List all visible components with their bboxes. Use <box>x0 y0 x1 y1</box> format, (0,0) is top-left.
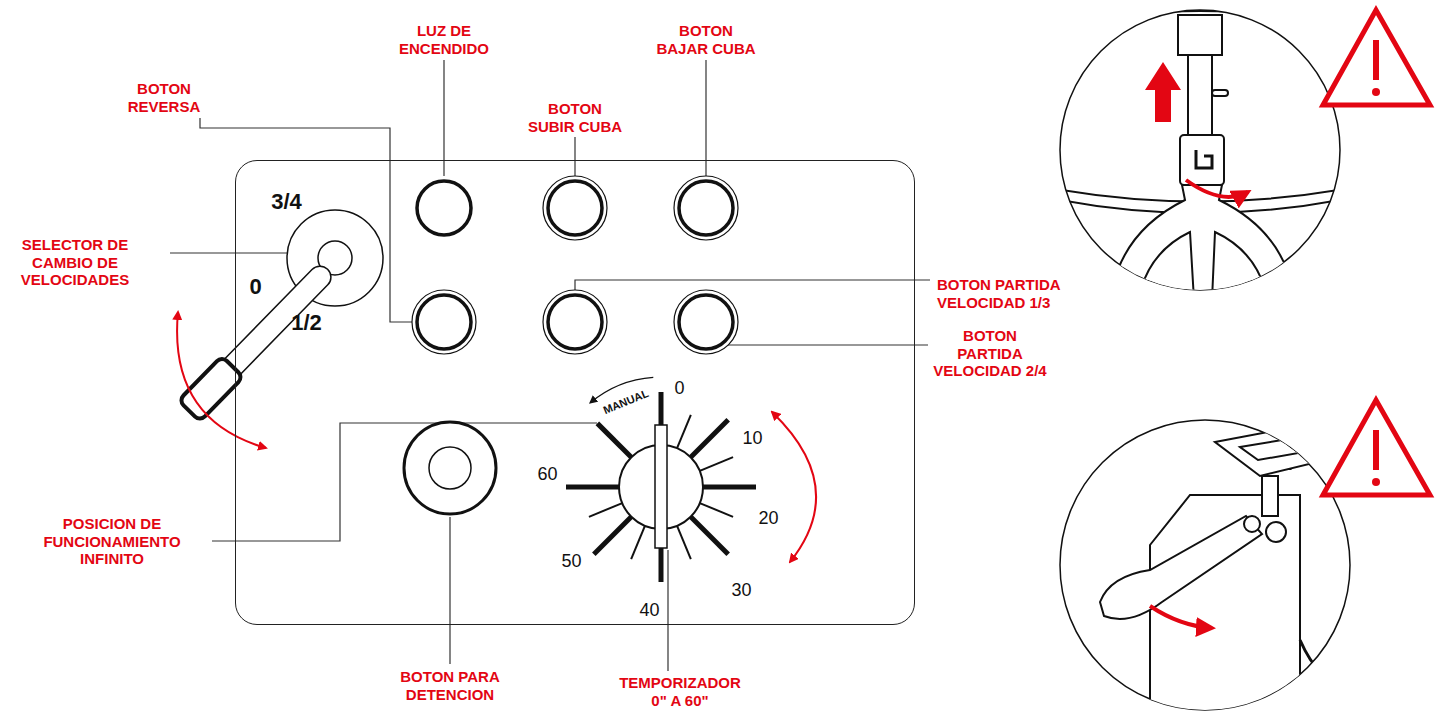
latch-detail <box>1060 400 1360 713</box>
callout-label: BOTON PARA DETENCION <box>394 668 506 703</box>
callout-label: BOTON SUBIR CUBA <box>525 100 625 135</box>
panel-buttons <box>404 422 496 514</box>
leader-lines <box>728 344 928 345</box>
leader-lines <box>667 550 668 671</box>
callout-label: BOTON REVERSA <box>118 80 210 115</box>
panel-buttons <box>679 295 733 349</box>
warning-sign <box>1372 88 1380 96</box>
control-panel: 3/4 0 1/2MANUAL 0 10 20 30 40 50 60 <box>235 160 915 625</box>
beater-detail <box>1186 180 1248 197</box>
timer-ticks <box>700 457 733 471</box>
dial-number: 30 <box>731 581 751 599</box>
beater-detail <box>1110 185 1295 300</box>
rotation-arrow <box>177 312 266 448</box>
beater-detail <box>1180 135 1224 185</box>
warning-sign <box>1323 400 1430 495</box>
beater-detail <box>1212 232 1268 300</box>
timer-dial <box>655 425 667 548</box>
latch-detail <box>1244 516 1260 532</box>
leader-lines <box>170 60 930 671</box>
beater-detail <box>1188 55 1212 137</box>
beater-detail <box>1212 90 1228 96</box>
warning-sign <box>1372 478 1380 486</box>
timer-dial <box>590 377 703 548</box>
dial-number: 40 <box>639 601 659 619</box>
warning-sign <box>1323 400 1430 495</box>
panel-buttons <box>543 290 607 354</box>
leader-lines <box>574 137 575 176</box>
timer-ticks <box>703 485 756 490</box>
latch-detail <box>1240 438 1310 460</box>
timer-ticks <box>700 503 733 517</box>
latch-detail <box>1266 522 1286 542</box>
panel-buttons <box>548 181 602 235</box>
latch-detail <box>1262 476 1278 516</box>
dial-number: 10 <box>742 429 762 447</box>
timer-ticks <box>631 526 645 559</box>
timer-ticks <box>566 392 756 582</box>
latch-detail <box>1100 400 1360 713</box>
timer-ticks <box>691 420 728 457</box>
timer-ticks <box>566 485 619 490</box>
timer-ticks <box>691 517 728 554</box>
callout-label: BOTON PARTIDA VELOCIDAD 1/3 <box>937 276 1069 311</box>
leader-lines <box>449 517 450 664</box>
warning-sign <box>1373 40 1379 80</box>
latch-detail <box>1150 606 1212 628</box>
beater-detail <box>1050 10 1350 300</box>
timer-ticks <box>594 517 631 554</box>
speed-selector <box>179 210 383 421</box>
panel-buttons <box>412 290 476 354</box>
callout-label: BOTON BAJAR CUBA <box>654 22 758 57</box>
rotation-arrow <box>772 412 816 562</box>
manual-mark: MANUAL <box>601 387 649 415</box>
callout-label: BOTON PARTIDA VELOCIDAD 2/4 <box>932 327 1048 380</box>
timer-ticks <box>589 503 622 517</box>
leader-lines <box>575 280 930 290</box>
callout-label: LUZ DE ENCENDIDO <box>394 22 494 57</box>
beater-detail <box>1196 150 1212 168</box>
panel-buttons <box>417 181 471 235</box>
dial-number: 60 <box>537 465 557 483</box>
leader-lines <box>443 60 444 176</box>
leader-lines <box>705 60 706 176</box>
speed-selector <box>179 259 339 422</box>
panel-buttons <box>548 295 602 349</box>
leader-lines <box>170 252 287 253</box>
dial-number: 50 <box>561 552 581 570</box>
latch-detail <box>1100 516 1262 619</box>
speed-position: 3/4 <box>271 191 302 213</box>
timer-ticks <box>677 415 691 448</box>
warning-sign <box>1373 430 1379 470</box>
latch-detail <box>1215 426 1342 476</box>
beater-detail <box>1178 15 1222 55</box>
beater-detail <box>1145 62 1181 122</box>
timer-ticks <box>597 423 631 457</box>
warning-sign <box>1323 10 1430 105</box>
speed-position: 0 <box>249 276 261 298</box>
panel-buttons <box>674 290 738 354</box>
leader-lines <box>212 423 597 541</box>
panel-buttons <box>543 176 607 240</box>
dial-number: 20 <box>758 509 778 527</box>
panel-buttons <box>417 295 471 349</box>
beater-detail <box>1138 232 1194 300</box>
callout-label: TEMPORIZADOR 0" A 60" <box>614 674 746 709</box>
panel-buttons <box>429 447 471 489</box>
callout-label: SELECTOR DE CAMBIO DE VELOCIDADES <box>17 236 133 289</box>
beater-detail <box>1050 11 1350 300</box>
panel-buttons <box>679 181 733 235</box>
warning-sign <box>1323 10 1430 105</box>
callout-label: POSICION DE FUNCIONAMIENTO INFINITO <box>39 515 185 568</box>
panel-buttons <box>674 176 738 240</box>
dial-number: 0 <box>674 379 684 397</box>
timer-ticks <box>677 526 691 559</box>
speed-position: 1/2 <box>291 312 322 334</box>
latch-detail <box>1300 640 1360 692</box>
